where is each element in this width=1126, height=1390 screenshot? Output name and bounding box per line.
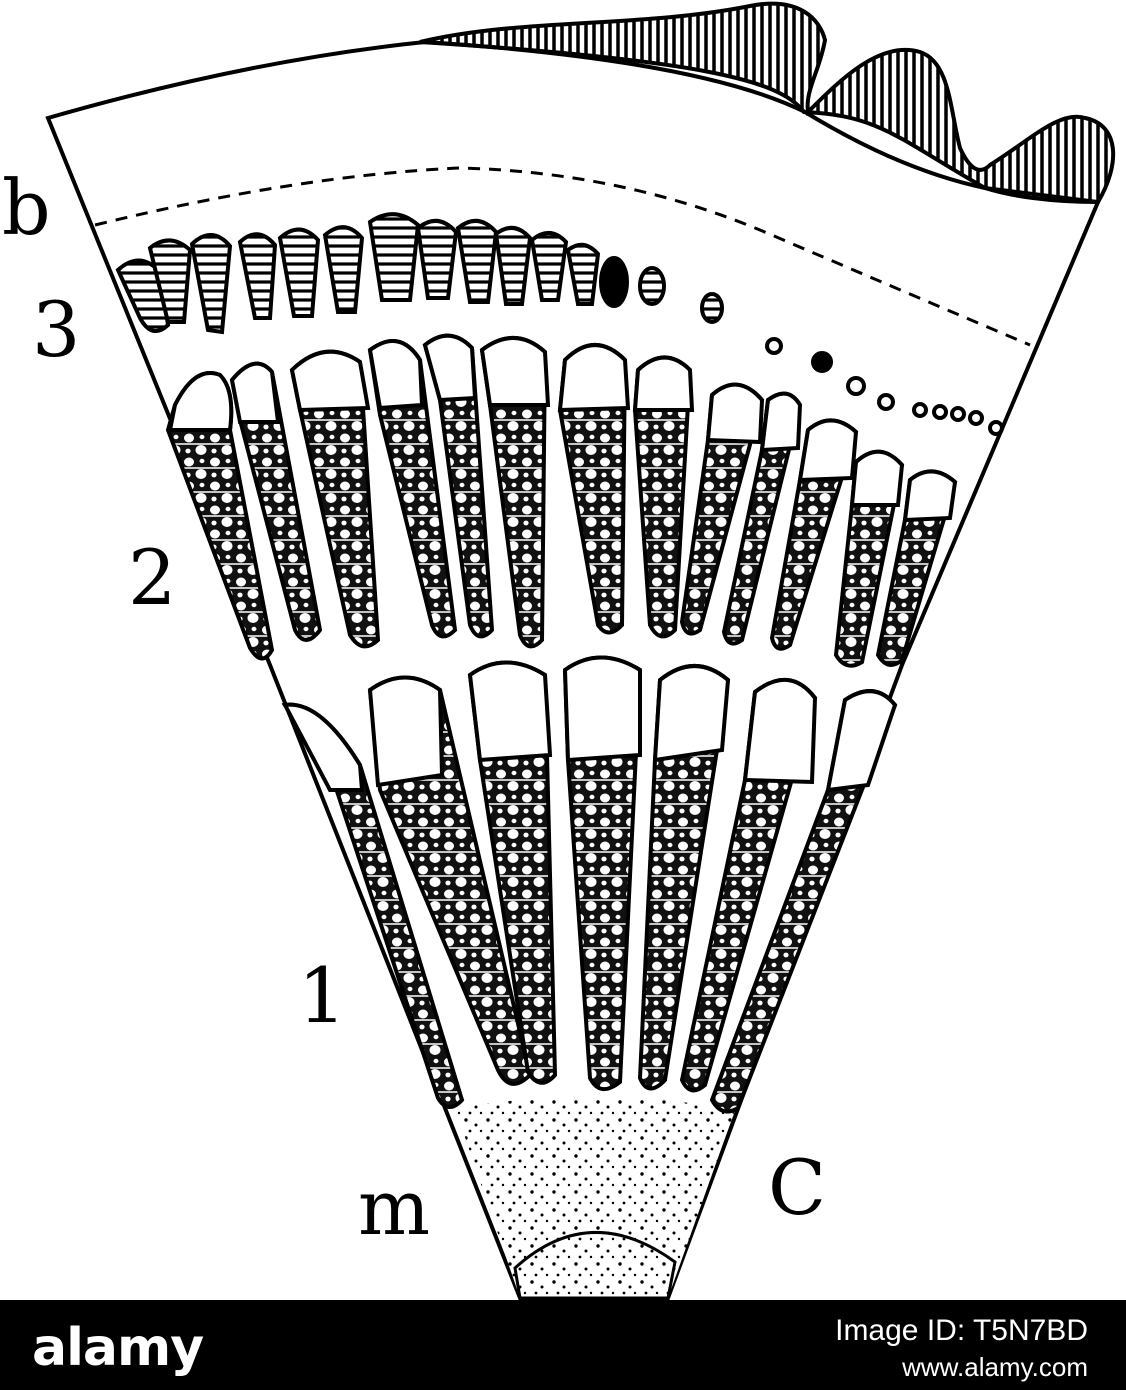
site-url-text: www.alamy.com bbox=[902, 1352, 1088, 1382]
cross-section-diagram bbox=[45, 1, 1116, 1300]
label-b: b bbox=[2, 163, 51, 252]
label-ring-3: 3 bbox=[32, 285, 81, 374]
bark-layer bbox=[419, 1, 1116, 205]
wedge-outline bbox=[45, 39, 1101, 1300]
cambium-dashed-line bbox=[94, 166, 1031, 347]
ring-3-bundles bbox=[115, 212, 1004, 436]
brand-logo: alamy bbox=[32, 1318, 204, 1378]
ring-1-bundles bbox=[281, 655, 898, 1114]
pith-core bbox=[513, 1231, 677, 1300]
label-c: C bbox=[768, 1143, 827, 1232]
watermark-bar: alamy Image ID: T5N7BD www.alamy.com bbox=[0, 1300, 1126, 1390]
stem-cross-section-figure: b 3 2 1 m C bbox=[2, 1, 1116, 1300]
image-id-text: Image ID: T5N7BD bbox=[835, 1314, 1088, 1347]
label-m: m bbox=[358, 1163, 431, 1252]
label-ring-2: 2 bbox=[128, 533, 177, 622]
pith-dotted-region bbox=[455, 1096, 735, 1298]
ring-2-bundles bbox=[165, 333, 958, 668]
label-ring-1: 1 bbox=[298, 951, 347, 1040]
